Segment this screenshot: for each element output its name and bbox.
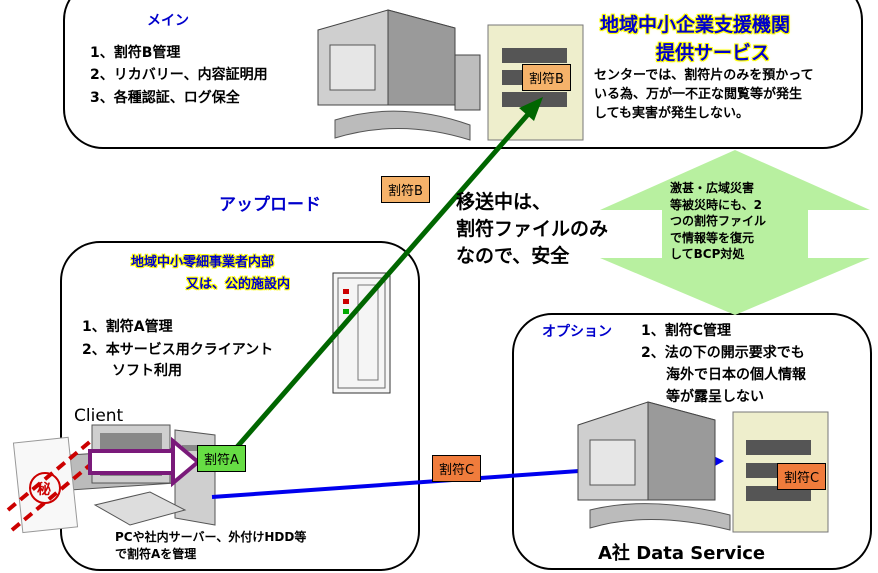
disaster-recovery-arrow [600, 150, 870, 315]
menu-item-1: 1、割符B管理 [90, 45, 181, 61]
client-item-1: 1、割符A管理 [82, 319, 173, 335]
menu-item-2: 2、リカバリー、内容証明用 [90, 67, 268, 83]
rack-server [332, 272, 391, 394]
org-desc-3: しても実害が発生しない。 [594, 106, 749, 121]
transfer-note-line-1: 移送中は、 [456, 191, 552, 213]
upload-arrow-line [228, 110, 532, 457]
purple-arrow-body [88, 449, 177, 475]
tag-warifu-b-server: 割符B [522, 64, 571, 91]
client-footer: PCや社内サーバー、外付けHDD等 で割符Aを管理 [115, 529, 306, 563]
data-service-footer: A社 Data Service [598, 543, 766, 564]
option-item-2: 2、法の下の開示要求でも [641, 345, 805, 361]
transfer-note-line-2: 割符ファイルのみ [456, 218, 609, 240]
client-item-2: 2、本サービス用クライアント [82, 342, 274, 358]
tag-warifu-c-server: 割符C [777, 463, 827, 490]
transfer-note: 移送中は、 割符ファイルのみ なので、安全 [456, 189, 608, 270]
disaster-note-line-5: してBCP対処 [670, 247, 745, 261]
purple-arrowhead [171, 436, 202, 488]
client-footer-line-1: PCや社内サーバー、外付けHDD等 [115, 530, 307, 544]
tag-warifu-c-transfer: 割符C [432, 455, 482, 482]
client-footer-line-2: で割符Aを管理 [115, 547, 197, 561]
client-label: Client [74, 406, 124, 426]
tag-warifu-a-client: 割符A [197, 445, 246, 472]
transfer-note-line-3: なので、安全 [456, 245, 570, 267]
bottom-building-illustration [577, 401, 731, 531]
option-item-1: 1、割符C管理 [641, 323, 732, 339]
upload-label: アップロード [219, 195, 321, 215]
org-title-line1: 地域中小企業支援機関 [600, 14, 791, 36]
disaster-note-line-3: つの割符ファイル [670, 214, 767, 228]
option-label: オプション [542, 324, 612, 340]
client-site-title-2: 又は、公的施設内 [186, 277, 291, 292]
org-desc-1: センターでは、割符片のみを預かって [594, 68, 814, 83]
menu-item-3: 3、各種認証、ログ保全 [90, 90, 240, 106]
disaster-note: 激甚・広域災害 等被災時にも、2 つの割符ファイル で情報等を復元 してBCP対… [670, 180, 766, 263]
client-site-title-1: 地域中小零細事業者内部 [131, 255, 275, 270]
disaster-note-line-1: 激甚・広域災害 [670, 181, 755, 195]
upload-arrowhead [519, 97, 543, 121]
client-item-3: ソフト利用 [112, 363, 182, 379]
org-desc-2: いる為、万が一不正な閲覧等が発生 [594, 87, 803, 102]
option-item-4: 等が露呈しない [666, 389, 764, 405]
disaster-note-line-4: で情報等を復元 [670, 230, 755, 245]
top-building-illustration [317, 9, 481, 141]
tag-warifu-b-upload: 割符B [381, 176, 430, 203]
disaster-note-line-2: 等被災時にも、2 [670, 197, 762, 212]
secret-document [6, 436, 98, 534]
secret-mark: 秘 [37, 482, 51, 498]
menu-title: メイン [147, 13, 189, 29]
org-title-line2: 提供サービス [656, 42, 771, 64]
option-item-3: 海外で日本の個人情報 [666, 367, 806, 383]
